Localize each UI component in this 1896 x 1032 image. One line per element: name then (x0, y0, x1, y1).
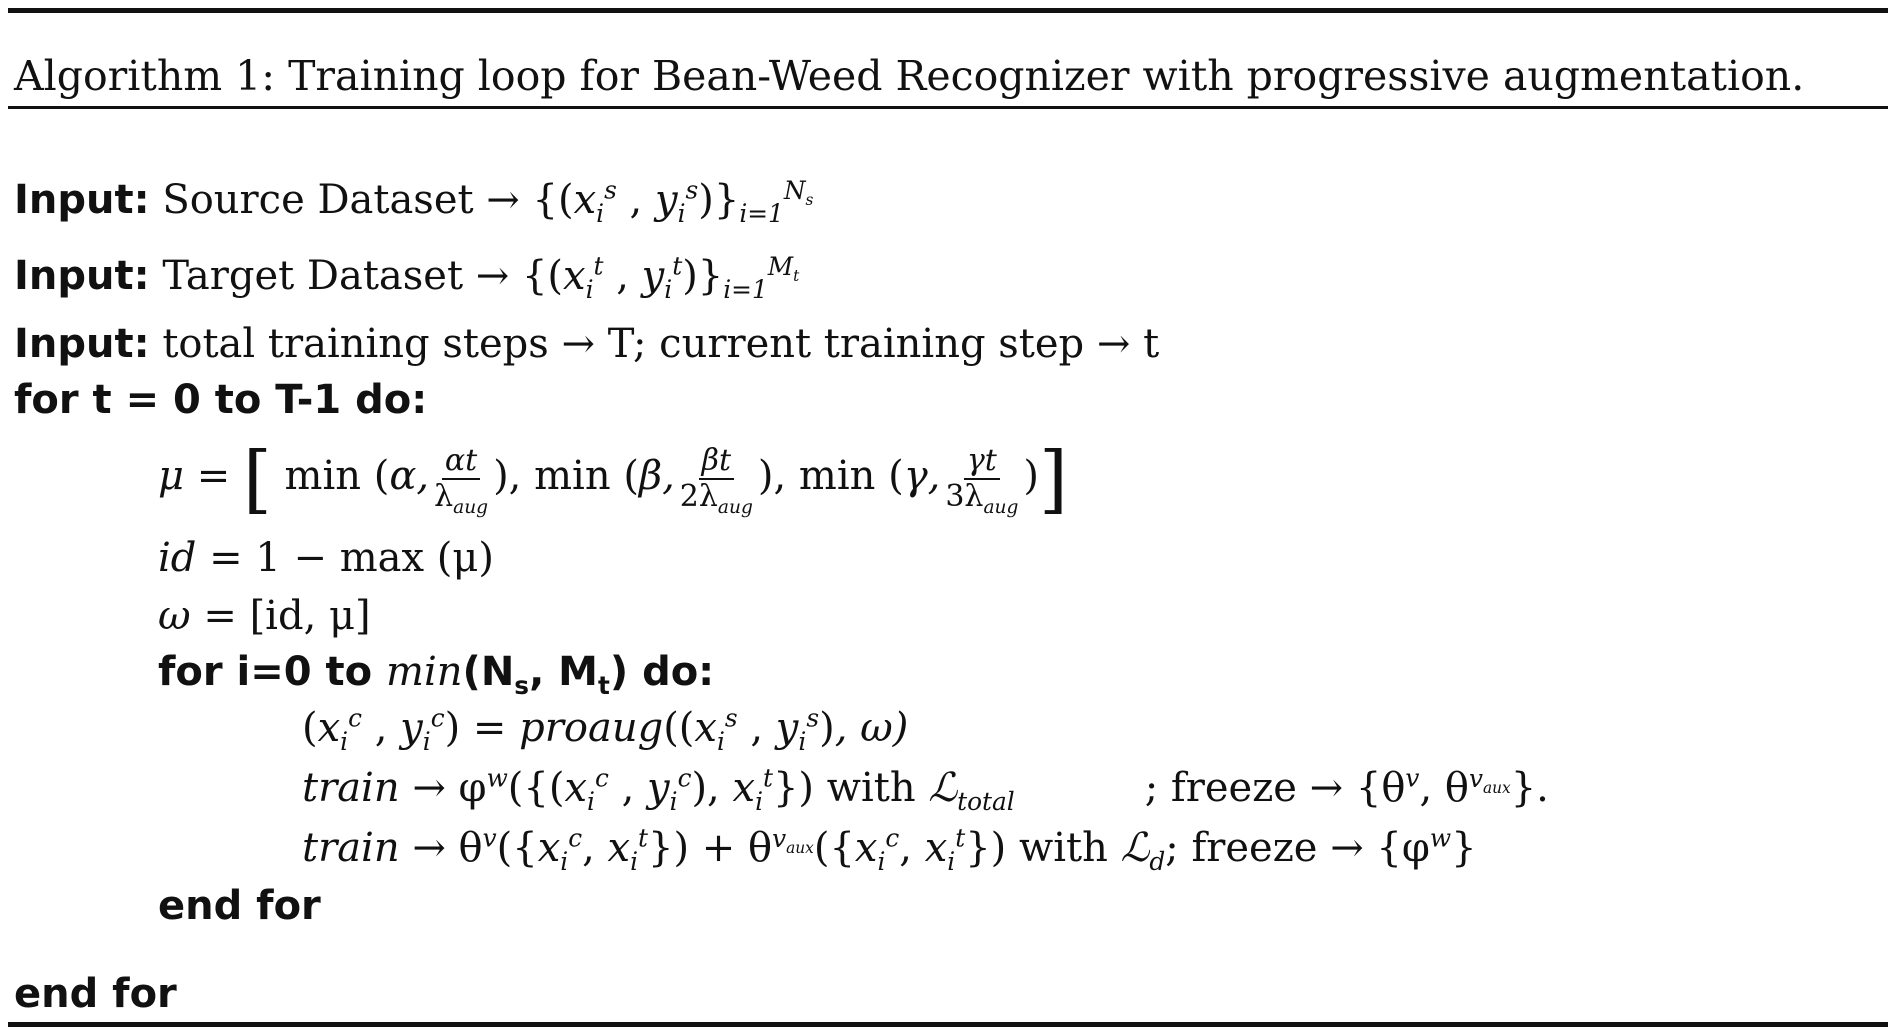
top-rule (8, 8, 1888, 13)
bottom-rule (8, 1022, 1888, 1027)
omega-line: ω = [id, μ] (158, 593, 371, 639)
source-dataset-label: Source Dataset → (162, 177, 520, 223)
steps-text: total training steps → T; current traini… (162, 321, 1160, 367)
input-keyword: Input: (14, 321, 150, 367)
train-discriminator-line: train → θv({xic, xit}) + θvaux({xic, xit… (302, 823, 1477, 876)
for-inner-line: for i=0 to min(Ns, Mt) do: (158, 649, 715, 700)
end-for-inner: end for (158, 883, 321, 929)
target-set-expr: {(xit , yit)}i=1Mt (521, 251, 800, 304)
train-generator-line: train → φw({(xic , yic), xit}) with ℒtot… (302, 763, 1549, 816)
caption-rule (8, 106, 1888, 109)
target-dataset-label: Target Dataset → (162, 253, 510, 299)
source-set-expr: {(xis , yis)}i=1Ns (532, 175, 814, 228)
input-keyword: Input: (14, 177, 150, 223)
end-for-outer: end for (14, 971, 177, 1017)
input-source-line: Input: Source Dataset → {(xis , yis)}i=1… (14, 172, 813, 228)
input-target-line: Input: Target Dataset → {(xit , yit)}i=1… (14, 248, 799, 304)
id-line: id = 1 − max (μ) (158, 535, 495, 581)
input-steps-line: Input: total training steps → T; current… (14, 316, 1159, 372)
algorithm-caption: Algorithm 1: Training loop for Bean-Weed… (14, 52, 1805, 100)
proaug-line: (xic , yic) = proaug((xis , yis), ω) (302, 703, 909, 756)
for-outer-line: for t = 0 to T-1 do: (14, 377, 428, 423)
input-keyword: Input: (14, 253, 150, 299)
